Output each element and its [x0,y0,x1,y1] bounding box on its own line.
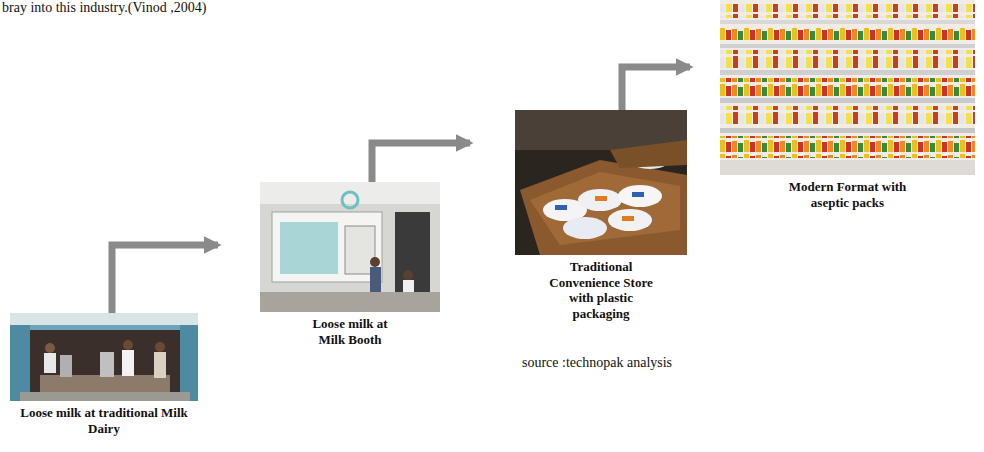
dairy-photo [10,313,198,401]
photo-caption: Loose milk at traditional Milk Dairy [19,405,189,436]
body-text: bray into this industry.(Vinod ,2004) [2,0,206,16]
source-note: source :technopak analysis [522,355,672,371]
booth-photo [260,182,440,312]
photo-panel: Modern Format with aseptic packs [720,0,975,212]
shelves-photo [720,0,975,175]
photo-panel: Traditional Convenience Store with plast… [515,110,687,323]
step-arrow [622,67,690,110]
step-arrow [112,245,218,313]
photo-panel: Loose milk at Milk Booth [260,182,440,349]
step-arrow [372,143,470,182]
photo-caption: Traditional Convenience Store with plast… [540,259,662,321]
photo-caption: Loose milk at Milk Booth [300,316,400,347]
crates-photo [515,110,687,255]
photo-caption: Modern Format with aseptic packs [789,179,907,210]
photo-panel: Loose milk at traditional Milk Dairy [10,313,198,438]
